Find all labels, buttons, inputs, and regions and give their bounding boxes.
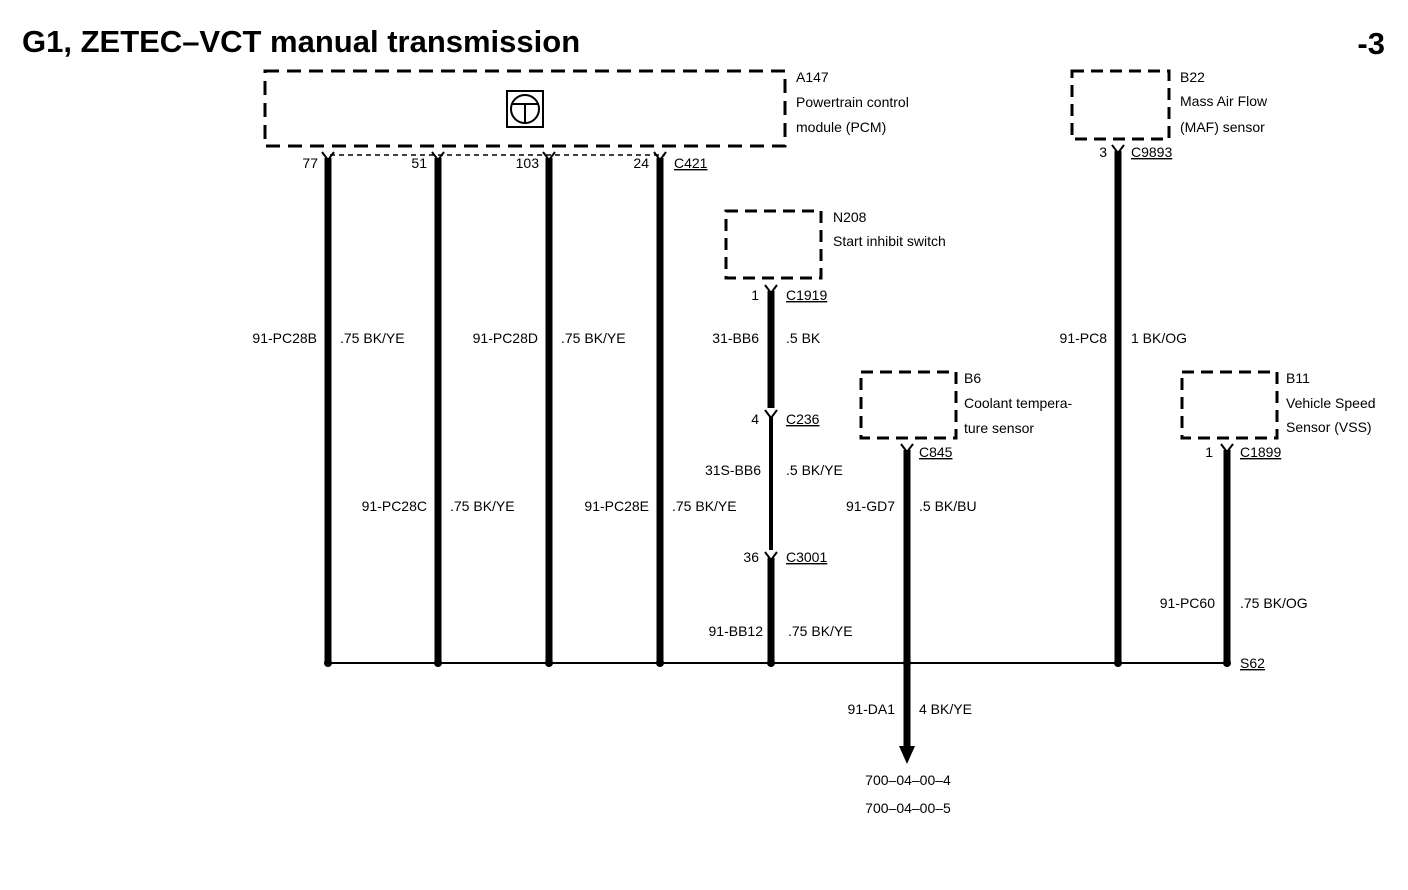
wire-coolant-circuit: 91-GD7: [846, 498, 895, 514]
pcm-pin-51: 51: [411, 155, 427, 171]
pcm-pin-24: 24: [633, 155, 649, 171]
coolant-sensor-id: B6: [964, 370, 981, 386]
wire-pcm-103: [542, 151, 556, 662]
wire-pcm-24-spec: .75 BK/YE: [672, 498, 737, 514]
pcm-id: A147: [796, 69, 829, 85]
start-inhibit-box: [724, 209, 823, 280]
maf-sensor-id: B22: [1180, 69, 1205, 85]
diagram-title: G1, ZETEC–VCT manual transmission: [22, 24, 580, 59]
wire-inhibit-2-circuit: 31S-BB6: [705, 462, 761, 478]
c3001-pin: 36: [743, 549, 759, 565]
wire-ground-circuit: 91-DA1: [848, 701, 896, 717]
maf-sensor-name-1: Mass Air Flow: [1180, 93, 1268, 109]
wire-pcm-51-spec: .75 BK/YE: [450, 498, 515, 514]
c236-pin: 4: [751, 411, 759, 427]
vss-id: B11: [1286, 370, 1310, 386]
splice-dots: [324, 659, 1231, 667]
wire-vss-circuit: 91-PC60: [1160, 595, 1215, 611]
c9893-label: C9893: [1131, 144, 1172, 160]
wire-maf: [1111, 144, 1125, 662]
vss-name-1: Vehicle Speed: [1286, 395, 1376, 411]
wire-start-inhibit: [764, 284, 778, 662]
pcm-pin-77: 77: [302, 155, 318, 171]
wire-coolant: [900, 443, 914, 662]
coolant-sensor-box: [859, 370, 958, 440]
maf-sensor-pin: 3: [1099, 144, 1107, 160]
vss-box: [1180, 370, 1279, 440]
wire-inhibit-3-spec: .75 BK/YE: [788, 623, 853, 639]
wire-pcm-51: [431, 151, 445, 662]
wire-pcm-51-circuit: 91-PC28C: [362, 498, 427, 514]
coolant-sensor-name-1: Coolant tempera-: [964, 395, 1073, 411]
wire-inhibit-1-circuit: 31-BB6: [712, 330, 759, 346]
pcm-name-1: Powertrain control: [796, 94, 909, 110]
wire-pcm-24: [653, 151, 667, 662]
wire-ground: [899, 663, 915, 764]
page-suffix: -3: [1357, 26, 1385, 61]
wire-vss: [1220, 443, 1234, 662]
start-inhibit-name: Start inhibit switch: [833, 233, 946, 249]
pcm-box: [263, 69, 787, 148]
c1899-label: C1899: [1240, 444, 1281, 460]
wire-coolant-spec: .5 BK/BU: [919, 498, 977, 514]
c236-label: C236: [786, 411, 820, 427]
pcm-icon: [506, 90, 544, 128]
wire-maf-spec: 1 BK/OG: [1131, 330, 1187, 346]
vss-name-2: Sensor (VSS): [1286, 419, 1372, 435]
c3001-label: C3001: [786, 549, 827, 565]
reference-1: 700–04–00–4: [865, 772, 951, 788]
wire-pcm-24-circuit: 91-PC28E: [584, 498, 649, 514]
wire-pcm-77-circuit: 91-PC28B: [252, 330, 317, 346]
maf-sensor-box: [1070, 69, 1171, 141]
c1919-label: C1919: [786, 287, 827, 303]
c421-label: C421: [674, 155, 708, 171]
coolant-sensor-name-2: ture sensor: [964, 420, 1034, 436]
wire-pcm-77-spec: .75 BK/YE: [340, 330, 405, 346]
pcm-name-2: module (PCM): [796, 119, 886, 135]
wire-pcm-103-circuit: 91-PC28D: [473, 330, 538, 346]
vss-pin: 1: [1205, 444, 1213, 460]
pcm-pin-103: 103: [516, 155, 540, 171]
wire-inhibit-3-circuit: 91-BB12: [709, 623, 764, 639]
maf-sensor-name-2: (MAF) sensor: [1180, 119, 1265, 135]
vss-name-1-clip: Vehicle Speed: [1286, 395, 1376, 411]
c845-label: C845: [919, 444, 953, 460]
start-inhibit-id: N208: [833, 209, 867, 225]
wire-inhibit-2-spec: .5 BK/YE: [786, 462, 843, 478]
start-inhibit-pin: 1: [751, 287, 759, 303]
wire-vss-spec: .75 BK/OG: [1240, 595, 1308, 611]
reference-2: 700–04–00–5: [865, 800, 951, 816]
wire-inhibit-1-spec: .5 BK: [786, 330, 821, 346]
wire-pcm-103-spec: .75 BK/YE: [561, 330, 626, 346]
wire-pcm-77: [321, 151, 335, 662]
splice-label: S62: [1240, 655, 1265, 671]
wire-maf-circuit: 91-PC8: [1060, 330, 1108, 346]
wire-ground-spec: 4 BK/YE: [919, 701, 972, 717]
